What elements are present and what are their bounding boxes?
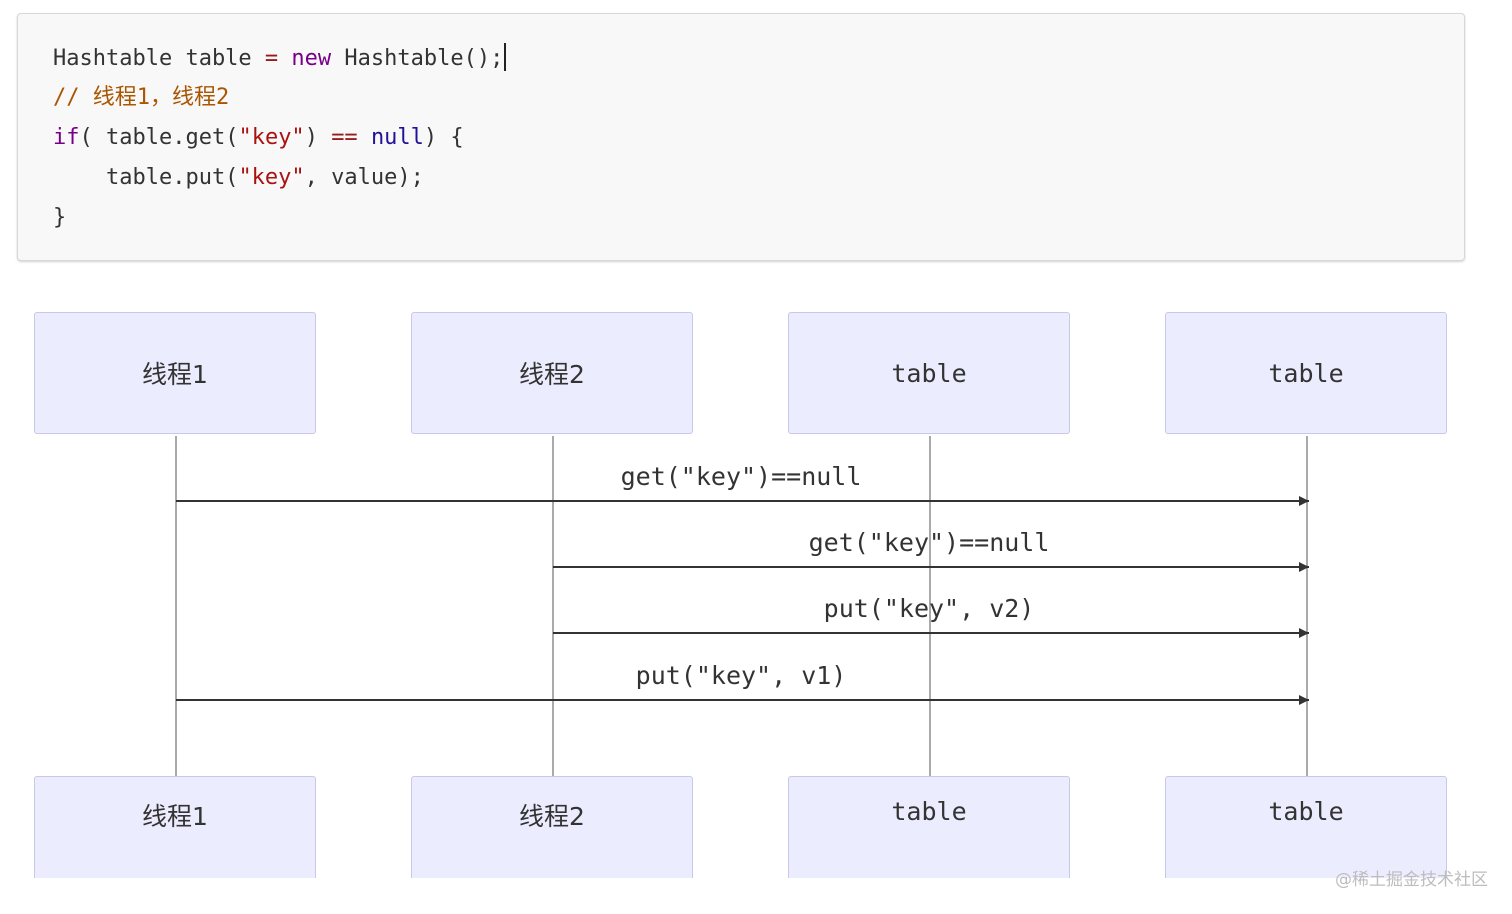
actor-thread2-top: 线程2 [411,312,693,434]
message-label-4: put("key", v1) [635,661,847,690]
text-cursor [504,43,507,71]
diagram-lines [175,436,1309,776]
watermark-text: @稀土掘金技术社区 [1335,870,1488,890]
actor-label: table [891,358,967,388]
code-line-5: } [53,205,67,230]
code-block: Hashtable table = new Hashtable(); // 线程… [17,13,1465,261]
actor-thread2-bottom: 线程2 [411,776,693,878]
actor-table-1-bottom: table [788,776,1070,878]
actor-label: 线程1 [142,802,208,831]
actor-table-2-bottom: table [1165,776,1447,878]
actor-thread1-top: 线程1 [34,312,316,434]
code-line-1: Hashtable table = new Hashtable(); [53,43,507,74]
actor-table-1-top: table [788,312,1070,434]
sequence-diagram: 线程1 线程2 table table get("key")==null get… [0,290,1512,914]
actor-label: table [891,797,967,826]
code-line-2: // 线程1，线程2 [53,85,230,110]
message-label-1: get("key")==null [620,462,862,491]
actor-label: 线程2 [519,802,585,831]
message-label-3: put("key", v2) [823,594,1035,623]
actor-table-2-top: table [1165,312,1447,434]
actor-thread1-bottom: 线程1 [34,776,316,878]
actor-label: table [1268,358,1344,388]
code-line-4: table.put("key", value); [53,165,424,190]
code-line-3: if( table.get("key") == null) { [53,125,464,150]
actor-label: 线程1 [142,360,208,389]
actor-label: 线程2 [519,360,585,389]
actor-label: table [1268,797,1344,826]
message-label-2: get("key")==null [808,528,1050,557]
